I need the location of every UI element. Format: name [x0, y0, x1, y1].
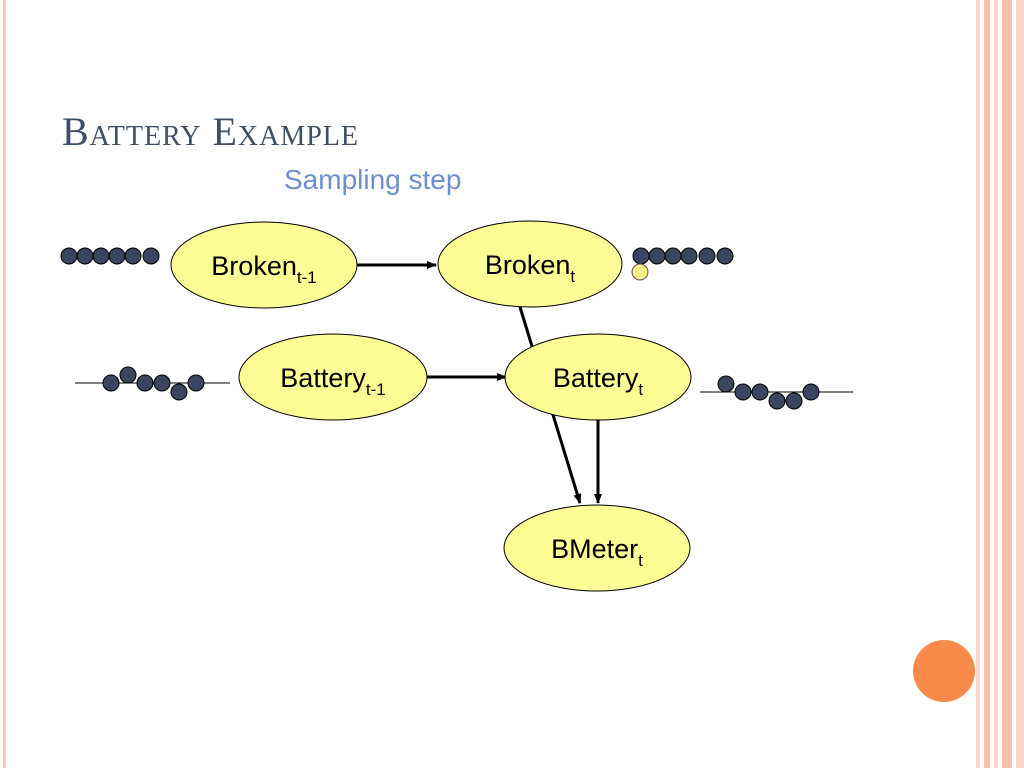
node-bmeter-t-label: BMeter — [551, 534, 638, 564]
left-border-decoration — [0, 0, 10, 768]
decorative-orange-circle — [913, 640, 975, 702]
node-battery-t-label: Battery — [553, 363, 639, 393]
sample-dots-broken-prev — [60, 247, 160, 265]
svg-text:Batteryt: Batteryt — [553, 363, 644, 399]
node-bmeter-t-subscript: t — [638, 551, 643, 570]
node-broken-prev: Brokent-1 — [170, 221, 358, 309]
node-battery-prev: Batteryt-1 — [238, 333, 428, 421]
node-battery-prev-label: Battery — [280, 363, 366, 393]
node-broken-t: Brokent — [437, 220, 623, 308]
node-bmeter-t: BMetert — [503, 504, 691, 592]
svg-text:BMetert: BMetert — [551, 534, 643, 570]
node-broken-t-subscript: t — [570, 267, 575, 286]
slide-title: Battery Example — [62, 109, 360, 154]
node-broken-prev-subscript: t-1 — [297, 268, 317, 287]
svg-text:Brokent: Brokent — [485, 250, 576, 286]
node-broken-prev-label: Broken — [211, 251, 297, 281]
right-border-decoration — [976, 0, 1024, 768]
sample-dots-broken-t — [631, 247, 734, 281]
slide-subtitle: Sampling step — [284, 164, 462, 195]
node-battery-t-subscript: t — [638, 380, 643, 399]
svg-text:Batteryt-1: Batteryt-1 — [280, 363, 385, 399]
sample-dots-battery-prev — [75, 366, 230, 401]
node-battery-t: Batteryt — [504, 333, 692, 421]
node-battery-prev-subscript: t-1 — [366, 380, 386, 399]
sample-dots-battery-t — [700, 375, 853, 410]
node-broken-t-label: Broken — [485, 250, 571, 280]
svg-text:Brokent-1: Brokent-1 — [211, 251, 316, 287]
